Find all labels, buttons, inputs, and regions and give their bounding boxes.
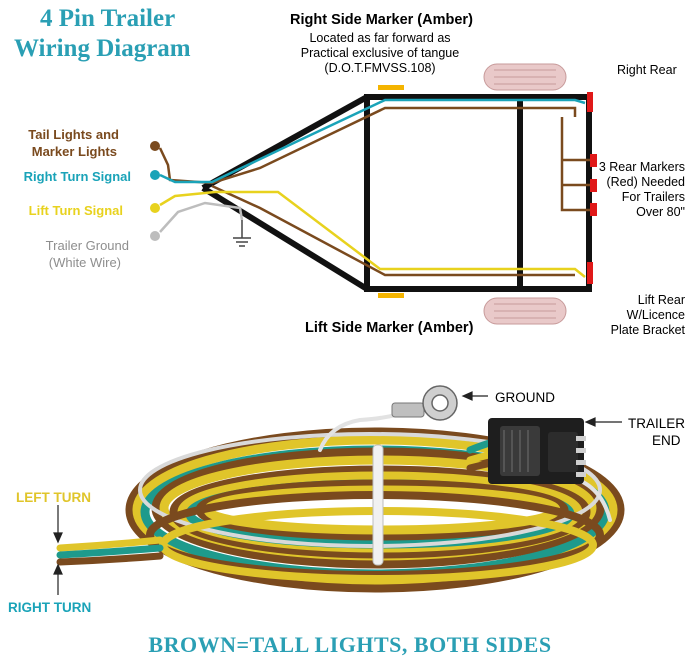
diagram-title-line1: 4 Pin Trailer [40,5,176,32]
right-turn-signal-label: Right Turn Signal [23,169,131,184]
right-side-marker-note-1: Located as far forward as [309,31,451,45]
ground-wire-dot [150,231,160,241]
left-rear-line-3: Plate Bracket [610,323,685,337]
left-rear-line-2: W/Licence [626,308,685,322]
zip-tie [372,444,384,566]
left-turn-signal-label: Lift Turn Signal [28,203,123,218]
diagram-title-line2: Wiring Diagram [14,35,191,62]
right-side-amber-marker [378,85,404,90]
right-turn-harness-label: RIGHT TURN [8,600,92,615]
right-side-marker-note-2: Practical exclusive of tangue [300,46,460,60]
rear-markers-line-2: (Red) Needed [606,175,685,189]
trailer-wiring-diagram [150,63,597,325]
ground-label: GROUND [495,390,555,405]
left-side-amber-marker [378,293,404,298]
rear-markers-line-1: 3 Rear Markers [598,160,685,174]
ground-symbol [233,220,251,247]
rear-markers-line-3: For Trailers [621,190,685,204]
left-rear-line-1: Lift Rear [637,293,685,307]
left-side-marker-title: Lift Side Marker (Amber) [305,320,474,336]
harness-coil [125,427,625,593]
right-side-marker-title: Right Side Marker (Amber) [290,12,473,28]
tail-lights-label-line-2: Marker Lights [31,144,117,159]
ground-ring-terminal [391,385,458,421]
trailer-ground-label-line-2: (White Wire) [48,255,121,270]
left-turn-wire-dot [150,203,160,213]
teal-wire-path [159,98,586,184]
rear-marker-2 [590,179,597,192]
tail-wire-dot [150,141,160,151]
trailer-end-connector [488,418,586,484]
left-rear-red-light [587,262,593,284]
right-side-marker-note-3: (D.O.T.FMVSS.108) [324,61,436,75]
left-turn-harness-label: LEFT TURN [16,490,91,505]
rear-marker-3 [590,203,597,216]
rear-markers-line-4: Over 80" [636,205,685,219]
right-rear-red-light [587,92,593,112]
trailer-end-label-line-2: END [652,433,681,448]
rear-marker-1 [590,154,597,167]
trailer-ground-label-line-1: Trailer Ground [45,238,129,253]
white-wire-path [159,201,244,233]
brown-wire-path [158,106,577,185]
trailer-end-label-line-1: TRAILER [628,416,686,431]
footer-note: BROWN=TALL LIGHTS, BOTH SIDES [148,632,552,657]
yellow-wire-path [159,190,586,278]
tail-lights-label-line-1: Tail Lights and [28,127,119,142]
right-turn-wire-dot [150,170,160,180]
right-rear-label: Right Rear [617,63,677,77]
